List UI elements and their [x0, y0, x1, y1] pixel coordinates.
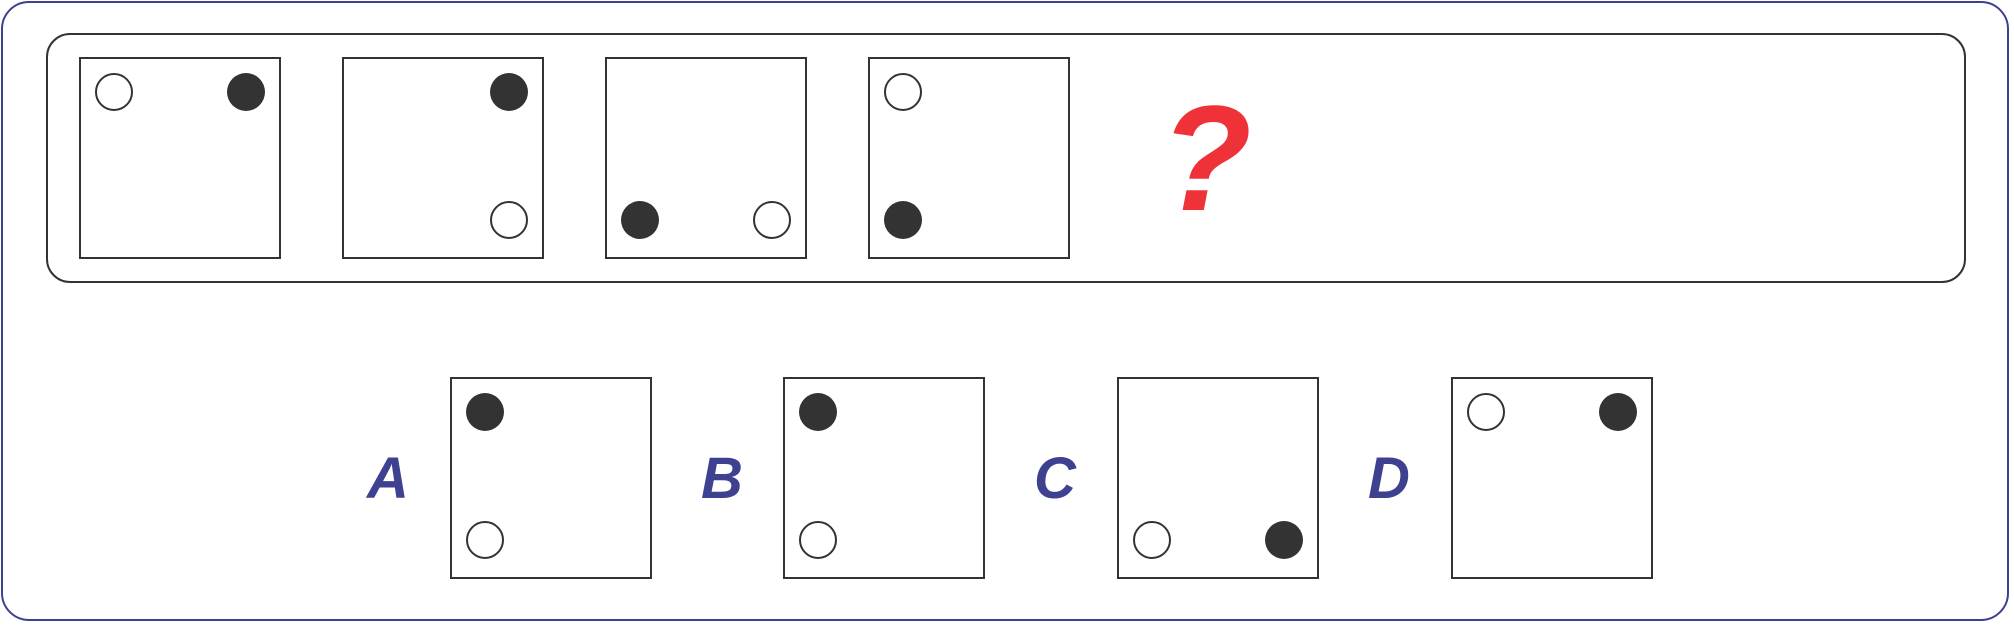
black-dot-top-right	[490, 73, 528, 111]
white-dot-bottom-left	[799, 521, 837, 559]
white-dot-bottom-right	[753, 201, 791, 239]
option-d-cell[interactable]	[1451, 377, 1653, 579]
white-dot-bottom-right	[490, 201, 528, 239]
option-label-d: D	[1368, 446, 1410, 511]
option-b-cell[interactable]	[783, 377, 985, 579]
sequence-cell-3	[605, 57, 807, 259]
white-dot-top-left	[95, 73, 133, 111]
white-dot-bottom-left	[466, 521, 504, 559]
black-dot-top-left	[799, 393, 837, 431]
sequence-panel	[46, 33, 1966, 283]
white-dot-bottom-left	[1133, 521, 1171, 559]
option-c-cell[interactable]	[1117, 377, 1319, 579]
sequence-cell-2	[342, 57, 544, 259]
option-a-cell[interactable]	[450, 377, 652, 579]
question-mark: ?	[1160, 74, 1252, 242]
option-label-c: C	[1034, 446, 1076, 511]
black-dot-top-right	[227, 73, 265, 111]
sequence-cell-4	[868, 57, 1070, 259]
option-label-b: B	[701, 446, 743, 511]
white-dot-top-left	[884, 73, 922, 111]
black-dot-top-right	[1599, 393, 1637, 431]
sequence-cell-1	[79, 57, 281, 259]
black-dot-top-left	[466, 393, 504, 431]
black-dot-bottom-right	[1265, 521, 1303, 559]
white-dot-top-left	[1467, 393, 1505, 431]
black-dot-bottom-left	[621, 201, 659, 239]
option-label-a: A	[367, 446, 409, 511]
black-dot-bottom-left	[884, 201, 922, 239]
